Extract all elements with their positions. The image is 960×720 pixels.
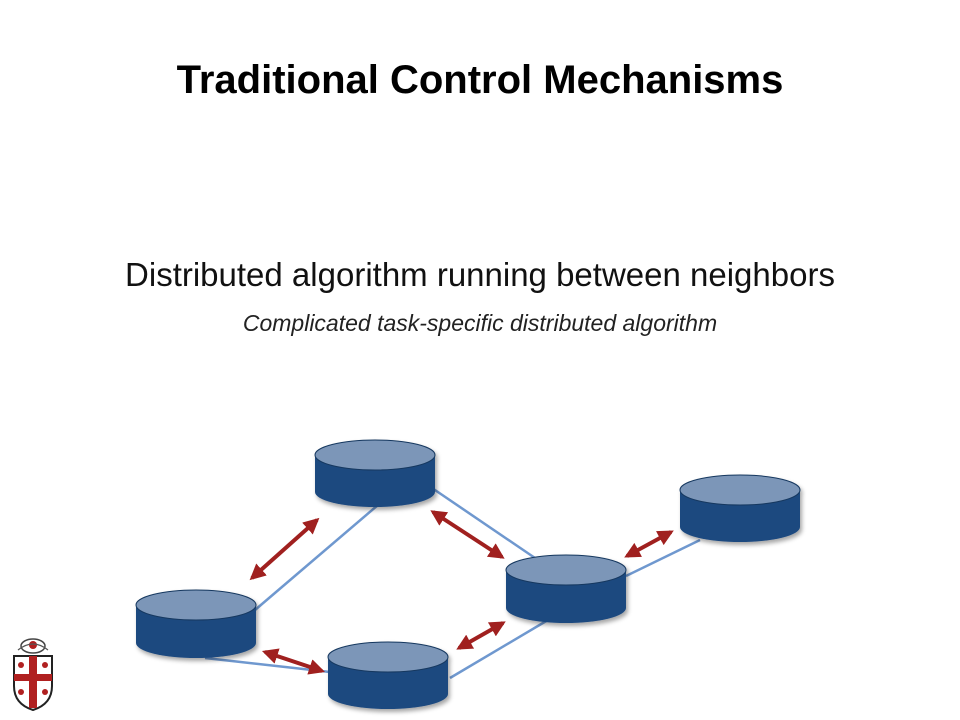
router-bottom: [327, 641, 449, 709]
link-middle-right: [625, 538, 701, 578]
router-right: [679, 474, 801, 542]
slide-title: Traditional Control Mechanisms: [176, 58, 784, 102]
university-shield-icon: [13, 638, 53, 712]
link-bottom-middle: [449, 618, 549, 680]
arrow-middle-right: [624, 530, 674, 558]
arrow-top-middle: [430, 510, 505, 559]
arrow-left-bottom: [261, 648, 326, 675]
message-arrows: [249, 510, 674, 675]
arrow-top-left: [249, 517, 320, 581]
arrow-bottom-middle: [456, 621, 506, 650]
router-middle: [505, 554, 627, 623]
router-left: [135, 589, 257, 658]
slide-note: Complicated task-specific distributed al…: [242, 310, 718, 336]
router-top: [314, 439, 436, 507]
slide-subtitle: Distributed algorithm running between ne…: [125, 256, 835, 293]
link-left-bottom: [204, 656, 331, 674]
